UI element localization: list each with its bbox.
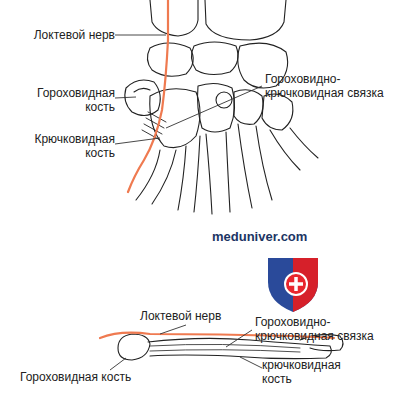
metacarpal-3	[206, 132, 230, 214]
ulna-outline	[150, 0, 198, 36]
metacarpal-2	[238, 124, 272, 208]
part-label: Крючковидная кость	[15, 132, 115, 160]
part-label: Локтевой нерв	[140, 309, 250, 323]
leader-line	[115, 97, 136, 98]
part-label: Гороховидно- крючковидная связка	[265, 72, 400, 100]
leader-line	[240, 357, 262, 368]
metacarpal-4	[178, 136, 200, 212]
leader-line	[160, 325, 186, 334]
leader-line	[166, 86, 262, 128]
metacarpal-1	[270, 128, 318, 170]
part-label: Локтевой нерв	[5, 28, 115, 42]
pisiform-side	[118, 334, 150, 360]
leader-line	[110, 358, 126, 370]
pisiform-outline	[125, 80, 160, 116]
watermark: meduniver.com	[212, 230, 322, 244]
radius-outline	[205, 0, 286, 40]
logo-shield	[268, 258, 318, 312]
pisiform-detail	[134, 88, 150, 92]
leader-line	[115, 138, 160, 144]
ulnar-nerve	[128, 0, 168, 192]
leader-line	[226, 330, 252, 347]
leader-line	[115, 35, 166, 36]
part-label: крючковидная кость	[262, 358, 362, 386]
metacarpal-5	[136, 150, 176, 204]
triquetrum-outline	[147, 43, 193, 76]
trapezoid-outline	[234, 90, 263, 125]
ligament-side	[150, 344, 300, 352]
part-label: Гороховидно- крючковидная связка	[255, 315, 395, 343]
lunate-outline	[191, 42, 238, 75]
part-label: Гороховидная кость	[20, 370, 160, 384]
part-label: Гороховидная кость	[15, 86, 115, 114]
capitate-outline	[198, 83, 235, 132]
